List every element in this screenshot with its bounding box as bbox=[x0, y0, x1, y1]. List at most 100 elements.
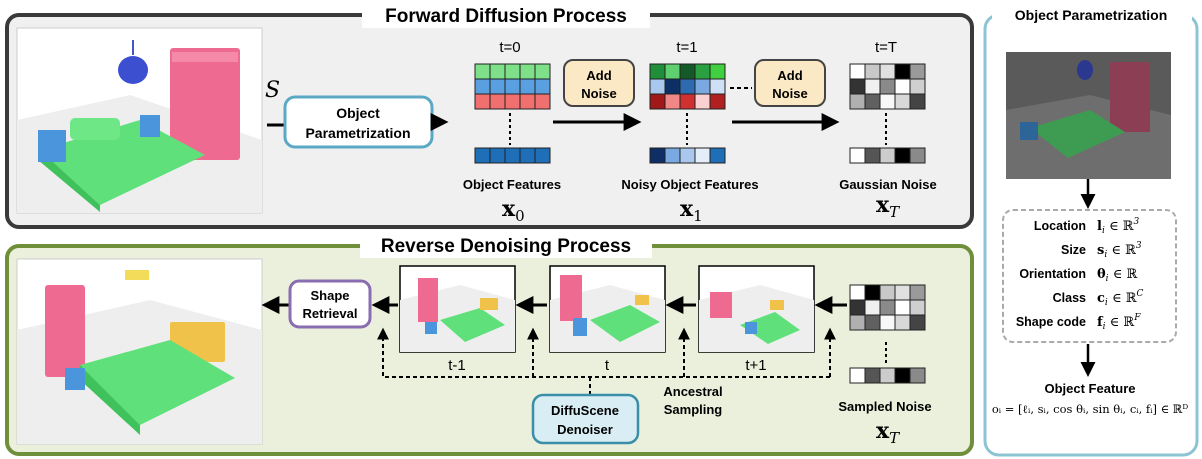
add-noise-1-line2: Noise bbox=[581, 86, 616, 101]
xT-single-cell bbox=[849, 147, 866, 164]
rev-cell bbox=[849, 299, 866, 316]
xT-cell bbox=[879, 63, 896, 80]
object-parametrization-box: Object Parametrization bbox=[283, 95, 434, 149]
param-row-formula: fi ∈ ℝF bbox=[1097, 313, 1141, 332]
xT-single-cell bbox=[879, 147, 896, 164]
x1-cell bbox=[709, 63, 726, 80]
param-row-label: Orientation bbox=[1019, 267, 1086, 281]
add-noise-2-line2: Noise bbox=[772, 86, 807, 101]
rev-cell bbox=[879, 314, 896, 331]
xT-cell bbox=[879, 93, 896, 110]
x0-cell bbox=[489, 63, 506, 80]
scene-image-result bbox=[16, 258, 263, 445]
param-row-formula: ci ∈ ℝC bbox=[1097, 289, 1144, 308]
label-t0: t=0 bbox=[499, 39, 520, 56]
rev-cell bbox=[864, 314, 881, 331]
xT-cell bbox=[894, 63, 911, 80]
rev-single-cell bbox=[849, 367, 866, 384]
x0-cell bbox=[534, 78, 551, 95]
symbol-xT: xT bbox=[876, 192, 900, 221]
xT-single-cell bbox=[864, 147, 881, 164]
x1-single-cell bbox=[649, 147, 666, 164]
label-tT: t=T bbox=[875, 39, 897, 56]
param-row-label: Size bbox=[1061, 243, 1086, 257]
xT-cell bbox=[849, 93, 866, 110]
x0-cell bbox=[504, 63, 521, 80]
rev-cell bbox=[894, 299, 911, 316]
object-feature-label: Object Feature bbox=[1044, 381, 1135, 396]
scene-t-plus-1 bbox=[698, 265, 815, 353]
xT-cell bbox=[894, 93, 911, 110]
grid-x1 bbox=[649, 63, 726, 110]
rev-cell bbox=[849, 284, 866, 301]
x0-cell bbox=[489, 93, 506, 110]
add-noise-box-1: Add Noise bbox=[563, 59, 635, 107]
grid-xT bbox=[849, 63, 926, 110]
x0-cell bbox=[474, 78, 491, 95]
x1-cell bbox=[649, 63, 666, 80]
grid-x0 bbox=[474, 63, 551, 110]
grid-reverse-noise-single bbox=[849, 367, 926, 384]
x1-cell bbox=[664, 93, 681, 110]
xT-cell bbox=[879, 78, 896, 95]
x0-single-cell bbox=[534, 147, 551, 164]
param-row-label: Location bbox=[1034, 219, 1086, 233]
shape-retrieval-line2: Retrieval bbox=[303, 306, 358, 321]
x1-cell bbox=[664, 78, 681, 95]
rev-cell bbox=[864, 284, 881, 301]
ancestral-line2: Sampling bbox=[664, 402, 723, 417]
rev-cell bbox=[909, 284, 926, 301]
x0-cell bbox=[534, 63, 551, 80]
param-box-line2: Parametrization bbox=[305, 125, 410, 141]
add-noise-2-line1: Add bbox=[777, 68, 802, 83]
label-t-plus-1: t+1 bbox=[745, 357, 766, 374]
add-noise-1-line1: Add bbox=[586, 68, 611, 83]
xT-cell bbox=[909, 63, 926, 80]
xT-cell bbox=[864, 63, 881, 80]
shape-retrieval-box: Shape Retrieval bbox=[288, 279, 372, 329]
xT-cell bbox=[894, 78, 911, 95]
xT-single-cell bbox=[909, 147, 926, 164]
shape-retrieval-line1: Shape bbox=[310, 288, 349, 303]
param-row-label: Shape code bbox=[1016, 315, 1086, 329]
x1-single-cell bbox=[664, 147, 681, 164]
xT-cell bbox=[909, 93, 926, 110]
denoiser-line1: DiffuScene bbox=[551, 403, 619, 418]
xT-single-cell bbox=[894, 147, 911, 164]
symbol-reverse-xT: xT bbox=[876, 418, 900, 447]
label-t1: t=1 bbox=[676, 39, 697, 56]
x1-cell bbox=[679, 78, 696, 95]
x1-single-cell bbox=[679, 147, 696, 164]
param-box-line1: Object bbox=[336, 105, 380, 121]
caption-sampled-noise: Sampled Noise bbox=[838, 399, 931, 414]
rev-cell bbox=[909, 314, 926, 331]
rev-single-cell bbox=[879, 367, 896, 384]
rev-cell bbox=[864, 299, 881, 316]
x1-cell bbox=[664, 63, 681, 80]
xT-cell bbox=[864, 78, 881, 95]
scene-t-minus-1 bbox=[399, 265, 516, 353]
xT-cell bbox=[909, 78, 926, 95]
rev-single-cell bbox=[864, 367, 881, 384]
x0-cell bbox=[474, 63, 491, 80]
label-t: t bbox=[605, 357, 610, 374]
x1-cell bbox=[709, 93, 726, 110]
x1-cell bbox=[649, 78, 666, 95]
symbol-x1: x1 bbox=[680, 196, 703, 225]
x1-single-cell bbox=[709, 147, 726, 164]
grid-x0-single bbox=[474, 147, 551, 164]
diffuscene-denoiser-box: DiffuScene Denoiser bbox=[531, 393, 640, 445]
x0-cell bbox=[489, 78, 506, 95]
rev-cell bbox=[894, 284, 911, 301]
rev-cell bbox=[894, 314, 911, 331]
rev-cell bbox=[879, 299, 896, 316]
symbol-x0: x0 bbox=[502, 196, 525, 225]
scene-t bbox=[549, 265, 666, 353]
set-symbol: S bbox=[265, 78, 280, 103]
caption-noisy-features: Noisy Object Features bbox=[621, 177, 758, 192]
scene-image-param bbox=[1006, 52, 1171, 179]
grid-x1-single bbox=[649, 147, 726, 164]
x1-single-cell bbox=[694, 147, 711, 164]
add-noise-box-2: Add Noise bbox=[754, 59, 826, 107]
